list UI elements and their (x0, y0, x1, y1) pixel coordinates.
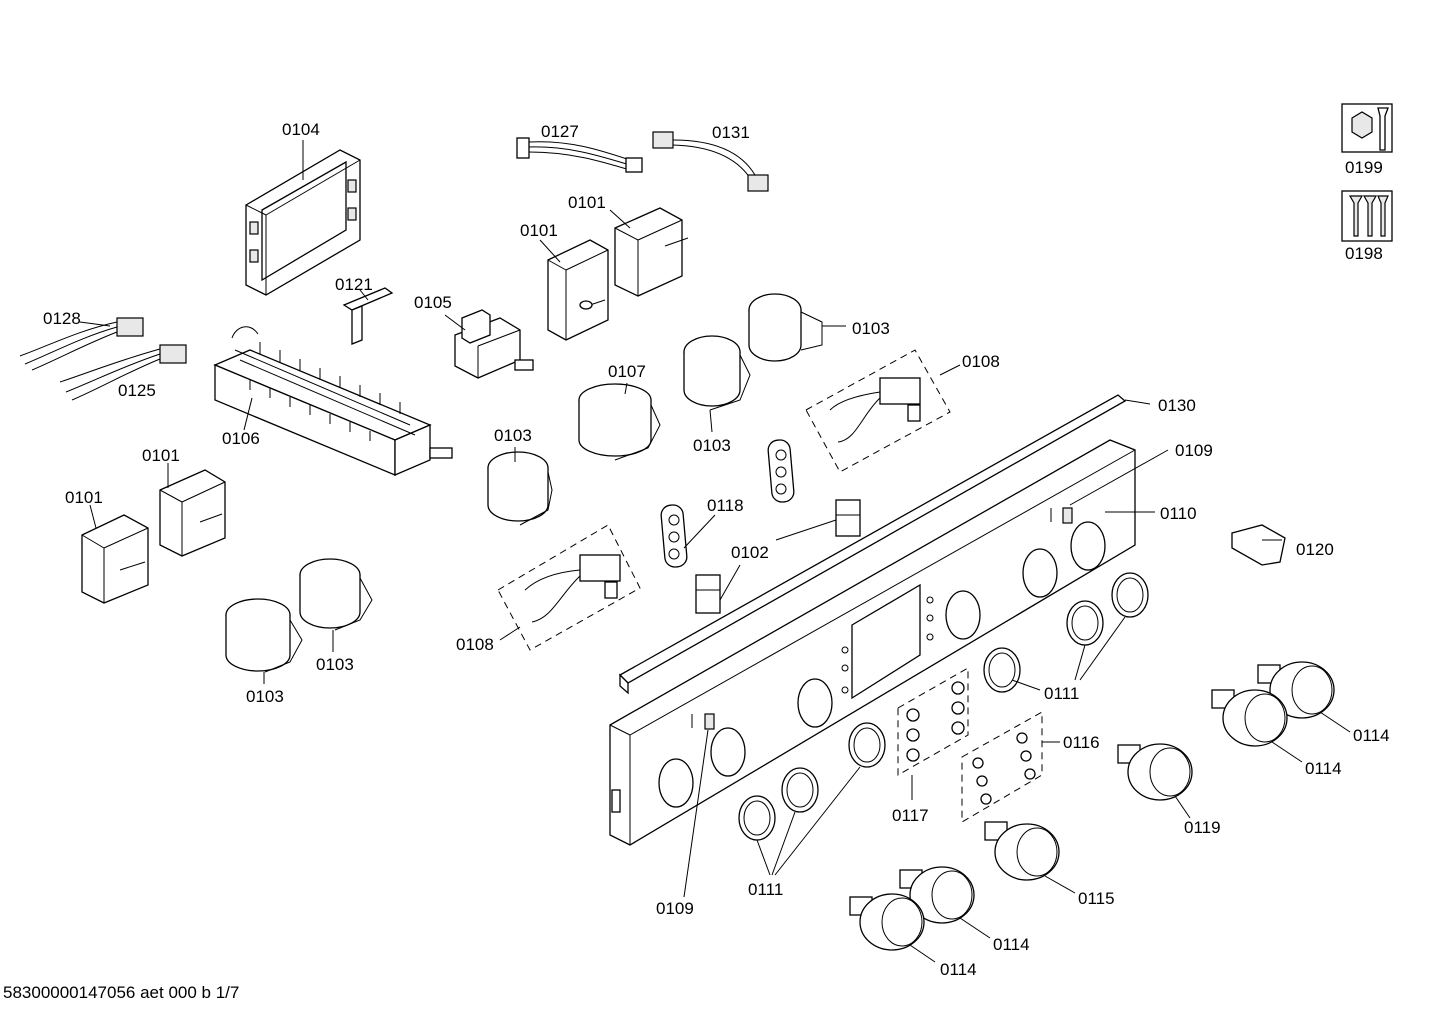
label-0101: 0101 (142, 446, 180, 465)
part-0106-selector-switch (213, 326, 453, 476)
label-0115: 0115 (1078, 889, 1115, 908)
label-0103: 0103 (494, 426, 532, 445)
part-0103-coupler-b (683, 335, 751, 433)
part-0130-strip (618, 394, 1151, 695)
part-0118-spacer-a (767, 439, 795, 503)
part-0121-bracket (342, 287, 394, 345)
label-0125: 0125 (118, 381, 156, 400)
part-0118-spacer-b (660, 504, 716, 568)
part-0103-coupler-e (225, 598, 303, 684)
part-0105-switch-block (444, 309, 534, 379)
part-0108-door-switch-b (497, 524, 641, 651)
part-0102-holder-a (775, 499, 861, 541)
label-0104: 0104 (282, 120, 320, 139)
label-0116: 0116 (1063, 733, 1100, 752)
part-0102-holder-b (695, 564, 741, 614)
label-0121: 0121 (335, 275, 373, 294)
part-0117-button-set (897, 667, 969, 800)
label-0111: 0111 (748, 880, 783, 899)
part-0114-knob-a (1257, 661, 1351, 733)
label-0103: 0103 (316, 655, 354, 674)
label-0105: 0105 (414, 293, 452, 312)
label-0114: 0114 (1353, 726, 1390, 745)
part-0115-knob (984, 821, 1076, 894)
label-0127: 0127 (541, 122, 579, 141)
part-0110-control-panel (609, 439, 1155, 846)
part-0109-clip-a (1050, 449, 1169, 524)
part-0111-ring-group-top (983, 572, 1149, 693)
label-0109: 0109 (656, 899, 694, 918)
part-0116-button-set (961, 711, 1060, 823)
label-0109: 0109 (1175, 441, 1213, 460)
part-0114-knob-b (1211, 689, 1303, 763)
part-0103-coupler-c (487, 447, 553, 526)
label-0110: 0110 (1160, 504, 1197, 523)
part-0104-control-module (245, 140, 361, 296)
label-0108: 0108 (962, 352, 1000, 371)
part-0114-knob-d (849, 893, 936, 963)
drawing-code: 58300000147056 aet 000 b 1/7 (3, 983, 239, 1002)
part-0125-harness (59, 344, 187, 401)
part-0103-coupler-d (299, 558, 373, 652)
label-0101: 0101 (65, 488, 103, 507)
label-0103: 0103 (246, 687, 284, 706)
screws-icon (1341, 190, 1393, 242)
label-0117: 0117 (892, 806, 929, 825)
part-0111-ring-group-bottom (738, 722, 886, 876)
part-labels: 0104 0127 0131 0101 0101 0121 0105 0128 … (43, 120, 1390, 979)
label-0103: 0103 (693, 436, 731, 455)
part-0127-harness (516, 137, 643, 173)
part-0109-clip-b (683, 713, 715, 898)
label-0131: 0131 (712, 123, 750, 142)
part-0101-switch-a (539, 239, 609, 341)
part-0131-harness (652, 131, 769, 192)
label-0199: 0199 (1345, 158, 1383, 177)
part-0120-clip (1231, 524, 1286, 566)
label-0107: 0107 (608, 362, 646, 381)
label-0118: 0118 (707, 496, 744, 515)
label-0101: 0101 (568, 193, 606, 212)
part-0108-door-switch-a (805, 349, 961, 473)
part-0103-coupler-a (748, 293, 846, 362)
label-0114: 0114 (1305, 759, 1342, 778)
label-0114: 0114 (940, 960, 977, 979)
label-0102: 0102 (731, 543, 769, 562)
label-0101: 0101 (520, 221, 558, 240)
part-0107-coupler (578, 382, 661, 461)
part-0128-harness (19, 317, 144, 371)
label-0108: 0108 (456, 635, 494, 654)
label-0198: 0198 (1345, 244, 1383, 263)
part-0101-switch-d (81, 504, 149, 604)
part-0101-switch-c (159, 463, 226, 557)
label-0114: 0114 (993, 935, 1030, 954)
label-0130: 0130 (1158, 396, 1196, 415)
label-0119: 0119 (1184, 818, 1221, 837)
label-0103: 0103 (852, 319, 890, 338)
part-0101-switch-b (609, 207, 689, 297)
label-0120: 0120 (1296, 540, 1334, 559)
part-0119-knob (1117, 743, 1193, 819)
label-0111: 0111 (1044, 684, 1079, 703)
label-0128: 0128 (43, 309, 81, 328)
part-0114-knob-c (899, 866, 991, 939)
label-0106: 0106 (222, 429, 260, 448)
wrench-nut-icon (1341, 103, 1393, 153)
